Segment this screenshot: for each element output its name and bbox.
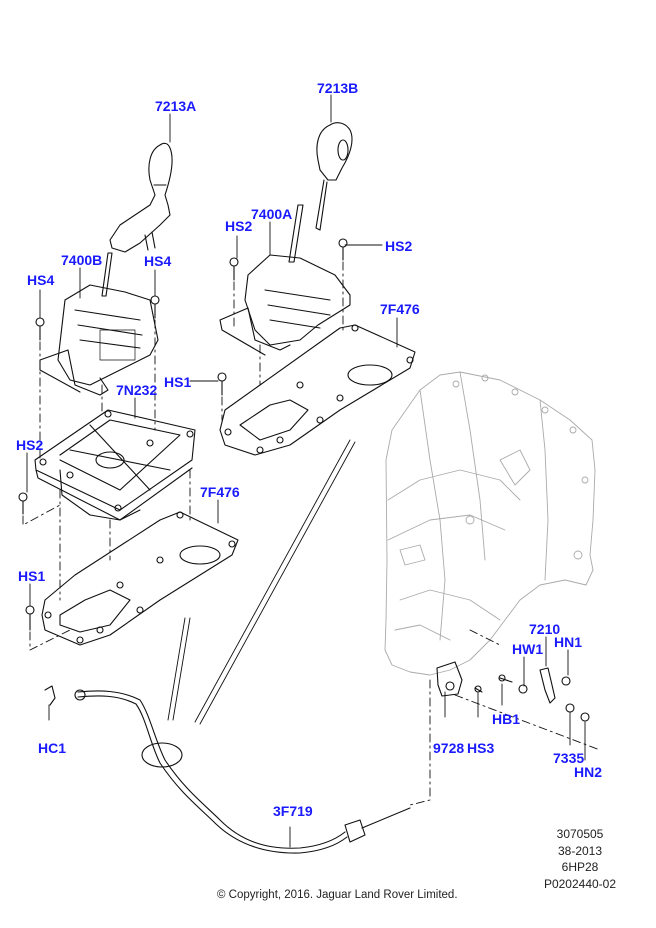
callout-7F476-left[interactable]: 7F476 (200, 484, 240, 500)
illustration-id: P0202440-02 (543, 876, 617, 891)
gasket-plate-7F476-right (219, 324, 416, 456)
housing-7N232 (34, 409, 196, 521)
transmission-model: 6HP28 (561, 860, 599, 874)
callout-HB1[interactable]: HB1 (492, 711, 521, 727)
callout-HN2[interactable]: HN2 (574, 764, 603, 780)
gasket-plate-7F476-left (41, 511, 239, 646)
lever-hardware (436, 661, 590, 722)
copyright-notice: © Copyright, 2016. Jaguar Land Rover Lim… (217, 889, 458, 901)
alignment-lines (22, 261, 601, 806)
reference-block: 3070505 38-2013 6HP28 P0202440-02 (520, 826, 640, 892)
callout-7213A[interactable]: 7213A (155, 98, 197, 114)
callout-9728[interactable]: 9728 (433, 740, 465, 756)
shifter-assembly-7400A (219, 204, 351, 356)
callout-7F476-right[interactable]: 7F476 (380, 301, 420, 317)
transmission-case (384, 371, 596, 676)
callout-7400A[interactable]: 7400A (251, 206, 293, 222)
callout-7210[interactable]: 7210 (529, 621, 561, 637)
callout-7213B[interactable]: 7213B (317, 80, 359, 96)
callout-leaders (26, 94, 586, 848)
fasteners (18, 238, 348, 631)
reference-number: 3070505 (556, 827, 604, 841)
leader-lines-cable (167, 439, 356, 725)
callout-HS2-top-right[interactable]: HS2 (385, 238, 413, 254)
callout-HS4-right[interactable]: HS4 (144, 253, 172, 269)
callout-HS4-left[interactable]: HS4 (27, 272, 55, 288)
gear-knob-7213B (315, 122, 353, 231)
callout-HC1[interactable]: HC1 (38, 740, 67, 756)
callout-7400B[interactable]: 7400B (61, 252, 103, 268)
callout-7N232[interactable]: 7N232 (116, 382, 158, 398)
shift-cable-3F719 (44, 685, 411, 854)
callout-HN1[interactable]: HN1 (554, 634, 583, 650)
shifter-assembly-7400B (39, 252, 159, 396)
callout-HS2-left[interactable]: HS2 (16, 437, 44, 453)
callout-7335[interactable]: 7335 (553, 750, 585, 766)
gear-knob-7213A (109, 142, 173, 253)
callout-HS1-right[interactable]: HS1 (164, 374, 192, 390)
callout-HS1-left[interactable]: HS1 (18, 568, 46, 584)
callout-HS3[interactable]: HS3 (467, 740, 495, 756)
callout-HW1[interactable]: HW1 (512, 641, 544, 657)
callout-3F719[interactable]: 3F719 (273, 803, 313, 819)
reference-date-code: 38-2013 (557, 843, 603, 858)
callout-HS2-top-left[interactable]: HS2 (225, 218, 253, 234)
